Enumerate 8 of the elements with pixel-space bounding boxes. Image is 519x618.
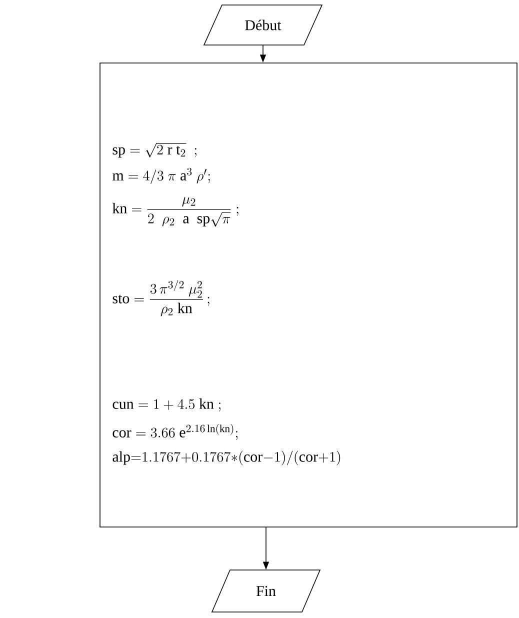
formula: $\mathrm{sto} = \dfrac{3\,\pi^{3/2}\ \mu_2^2}{\rho_2\ \mathrm{kn}}\,;$ bbox=[112, 280, 210, 316]
formula: $\mathrm{kn} = \dfrac{\mu_2}{2\ \ \rho_2\ \ \mathrm{a}\ \ \mathrm{sp}\sqrt{\pi}}\ ;$ bbox=[112, 197, 238, 227]
formula: $\mathrm{cun} = 1 + 4.5\ \mathrm{kn}\ ;$ bbox=[112, 398, 220, 412]
formula: $\mathrm{m} = 4/3\ \pi\ \mathrm{a}^3\ \rho';$ bbox=[112, 168, 210, 184]
formula: $\mathrm{sp} = \sqrt{2\ \mathrm{r}\ \mathrm{t}_2}\ \ ;$ bbox=[112, 142, 196, 158]
formula: $\mathrm{cor} = 3.66\ \mathrm{e}^{2.16\ln(\mathrm{kn})};$ bbox=[112, 424, 238, 440]
process-box bbox=[100, 62, 518, 528]
formula: $\mathrm{alp}{=}1.1767{+}0.1767{*}(\mathrm{cor}{-}1)/(\mathrm{cor}{+}1)$ bbox=[112, 450, 340, 466]
